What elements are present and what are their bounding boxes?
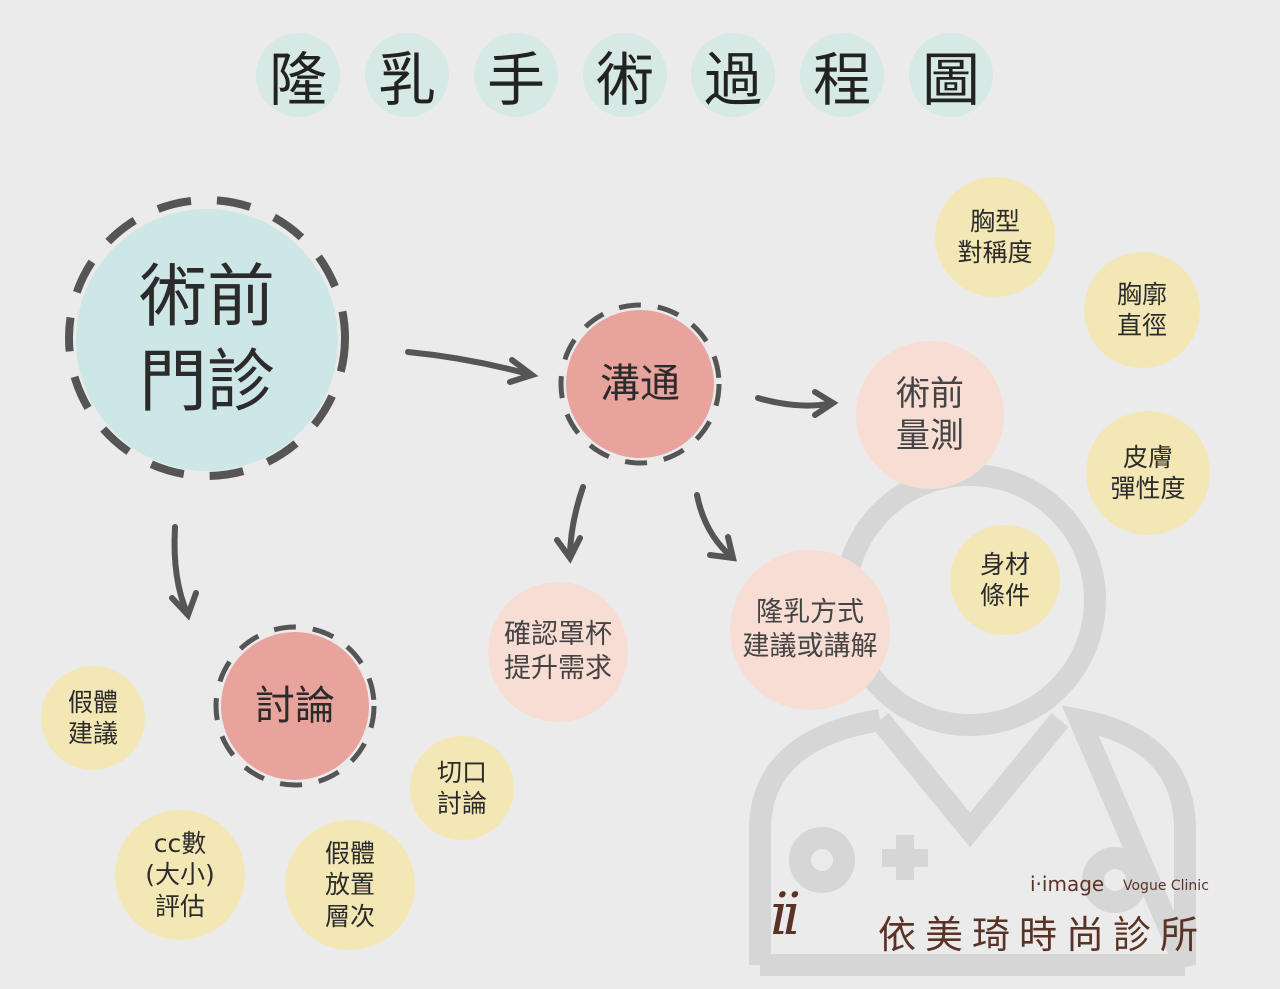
node-measure: 術前 量測 xyxy=(856,341,1004,489)
node-consult: 術前 門診 xyxy=(76,209,338,471)
logo-brand-en: i·image xyxy=(1030,872,1105,896)
title-char: 隆 xyxy=(256,33,340,117)
title-char: 圖 xyxy=(909,33,993,117)
title-char: 程 xyxy=(800,33,884,117)
node-method: 隆乳方式 建議或講解 xyxy=(730,550,890,710)
node-cc: cc數 (大小) 評估 xyxy=(115,810,245,940)
logo-tagline: Vogue Clinic xyxy=(1123,878,1209,894)
arrow-communicate-to-cup xyxy=(554,484,586,564)
clinic-logo: ii i·image Vogue Clinic 依美琦時尚診所 xyxy=(770,870,1230,960)
node-symmetry: 胸型 對稱度 xyxy=(935,177,1055,297)
arrow-communicate-to-measure xyxy=(755,389,839,418)
node-placement: 假體 放置 層次 xyxy=(285,820,415,950)
node-chest: 胸廓 直徑 xyxy=(1084,252,1200,368)
node-cup: 確認罩杯 提升需求 xyxy=(488,582,628,722)
title-char: 手 xyxy=(474,33,558,117)
arrow-consult-to-discuss xyxy=(169,524,199,621)
node-incision: 切口 討論 xyxy=(410,736,514,840)
node-implant: 假體 建議 xyxy=(41,666,145,770)
node-skin: 皮膚 彈性度 xyxy=(1086,411,1210,535)
logo-mark: ii xyxy=(770,880,801,948)
discuss-dashed-ring xyxy=(213,624,377,788)
consult-dashed-ring xyxy=(65,196,349,480)
node-body: 身材 條件 xyxy=(950,525,1060,635)
arrow-consult-to-communicate xyxy=(405,349,539,385)
title-char: 過 xyxy=(691,33,775,117)
title-char: 乳 xyxy=(365,33,449,117)
logo-brand-zh: 依美琦時尚診所 xyxy=(878,913,1208,957)
arrow-communicate-to-method xyxy=(694,492,737,562)
communicate-dashed-ring xyxy=(558,302,722,466)
node-communicate: 溝通 xyxy=(566,310,714,458)
node-discuss: 討論 xyxy=(221,632,369,780)
title-char: 術 xyxy=(583,33,667,117)
